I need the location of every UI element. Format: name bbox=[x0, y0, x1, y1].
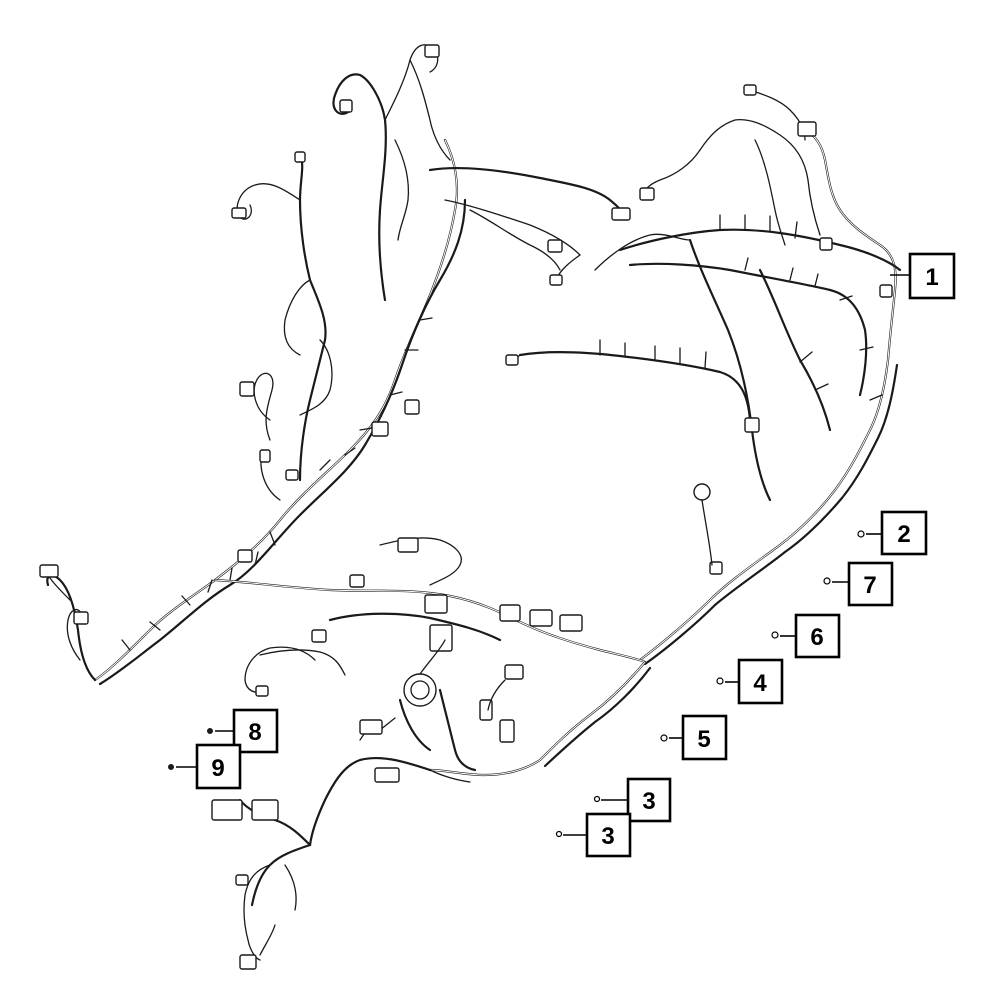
grommet-icon bbox=[693, 483, 711, 501]
connector-icon bbox=[251, 799, 279, 821]
connector-icon bbox=[505, 354, 519, 366]
floor-harness bbox=[211, 639, 652, 970]
fastener-icon bbox=[555, 830, 563, 838]
fastener-icon bbox=[771, 631, 779, 639]
callout-label-3a: 3 bbox=[642, 788, 655, 815]
callout-label-3b: 3 bbox=[601, 823, 614, 850]
connector-icon bbox=[499, 719, 515, 743]
callout-box-2 bbox=[880, 510, 928, 556]
callout-label-4: 4 bbox=[753, 670, 767, 697]
connector-icon bbox=[239, 381, 255, 397]
callout-box-7 bbox=[847, 561, 894, 607]
connector-icon bbox=[744, 417, 760, 433]
callout-label-9: 9 bbox=[211, 755, 224, 782]
connector-icon bbox=[255, 685, 269, 697]
connector-icon bbox=[259, 449, 271, 463]
callout-label-5: 5 bbox=[697, 726, 710, 753]
callout-box-9 bbox=[195, 743, 242, 790]
callout-label-1: 1 bbox=[925, 264, 938, 291]
fastener-icon bbox=[593, 795, 601, 803]
connector-icon bbox=[504, 664, 524, 680]
connector-icon bbox=[879, 284, 893, 298]
callout-box-1 bbox=[908, 252, 956, 300]
connector-icon bbox=[797, 121, 817, 137]
grommet-icon bbox=[403, 673, 437, 707]
callout-label-7: 7 bbox=[863, 572, 876, 599]
connector-icon bbox=[404, 399, 420, 415]
left-harness bbox=[39, 44, 631, 686]
callout-box-5 bbox=[681, 714, 728, 761]
connector-icon bbox=[359, 719, 383, 735]
connector-icon bbox=[39, 564, 59, 578]
callouts: 1 2 7 6 4 5 3 3 8 9 bbox=[176, 252, 956, 858]
connector-icon bbox=[371, 421, 389, 437]
callout-box-3b bbox=[585, 812, 632, 858]
connector-icon bbox=[429, 624, 453, 652]
connector-icon bbox=[285, 469, 299, 481]
callout-label-8: 8 bbox=[248, 719, 261, 746]
connector-icon bbox=[211, 799, 243, 821]
connector-icon bbox=[231, 207, 247, 219]
fastener-icon bbox=[857, 530, 865, 538]
connector-icon bbox=[239, 954, 257, 970]
callout-box-3a bbox=[626, 777, 672, 823]
connector-icon bbox=[499, 604, 521, 622]
connector-icon bbox=[397, 537, 419, 553]
connector-icon bbox=[639, 187, 655, 201]
connector-icon bbox=[709, 561, 723, 575]
connector-icon bbox=[311, 629, 327, 643]
connector-icon bbox=[424, 594, 448, 614]
connector-icon bbox=[559, 614, 583, 632]
connector-icon bbox=[424, 44, 440, 58]
dash-harness bbox=[213, 537, 647, 676]
callout-box-4 bbox=[737, 658, 784, 705]
fastener-icon bbox=[660, 734, 668, 742]
connector-icon bbox=[611, 207, 631, 221]
right-harness bbox=[505, 84, 902, 666]
fasteners bbox=[168, 530, 865, 838]
connector-icon bbox=[237, 549, 253, 563]
connector-icon bbox=[743, 84, 757, 96]
connector-icon bbox=[235, 874, 249, 886]
callout-label-2: 2 bbox=[897, 521, 910, 548]
connector-icon bbox=[339, 99, 353, 113]
connector-icon bbox=[819, 237, 833, 251]
connector-icon bbox=[374, 767, 400, 783]
connector-icon bbox=[547, 239, 563, 253]
fastener-icon bbox=[207, 728, 213, 734]
connector-icon bbox=[349, 574, 365, 588]
callout-label-6: 6 bbox=[810, 624, 823, 651]
callout-box-6 bbox=[794, 613, 841, 659]
fastener-icon bbox=[823, 577, 831, 585]
connector-icon bbox=[549, 274, 563, 286]
connector-icon bbox=[73, 611, 89, 625]
fastener-icon bbox=[168, 764, 174, 770]
fastener-icon bbox=[716, 677, 724, 685]
connector-icon bbox=[294, 151, 306, 163]
connector-icon bbox=[529, 609, 553, 627]
